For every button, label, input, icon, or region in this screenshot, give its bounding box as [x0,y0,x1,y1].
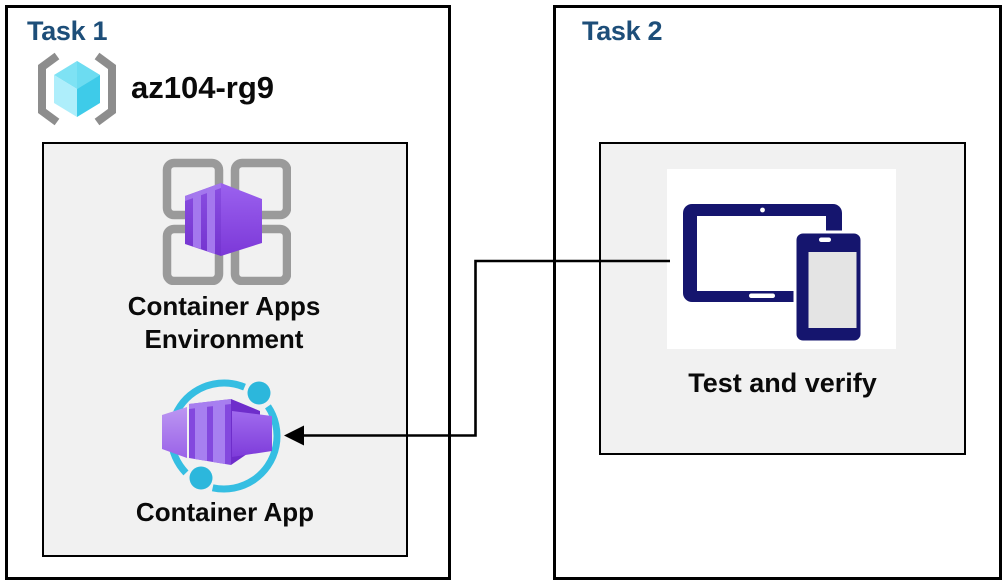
task2-panel: Task 2 Test and verify [553,5,1002,580]
resource-group-icon [38,52,116,126]
resource-group-name: az104-rg9 [131,70,275,105]
task1-panel: Task 1 az104-rg9 [5,5,451,580]
devices-icon [683,204,864,344]
devices-icon-background [667,169,896,349]
container-apps-environment-icon [162,158,291,285]
task1-title: Task 1 [27,16,108,46]
task1-inner-box: Container Apps Environment [42,142,408,557]
task2-title: Task 2 [582,16,663,46]
container-app-label: Container App [135,497,315,527]
container-app-icon [162,379,281,493]
environment-label: Container Apps Environment [127,291,321,354]
task2-inner-box: Test and verify [599,142,966,455]
test-and-verify-label: Test and verify [688,368,877,398]
